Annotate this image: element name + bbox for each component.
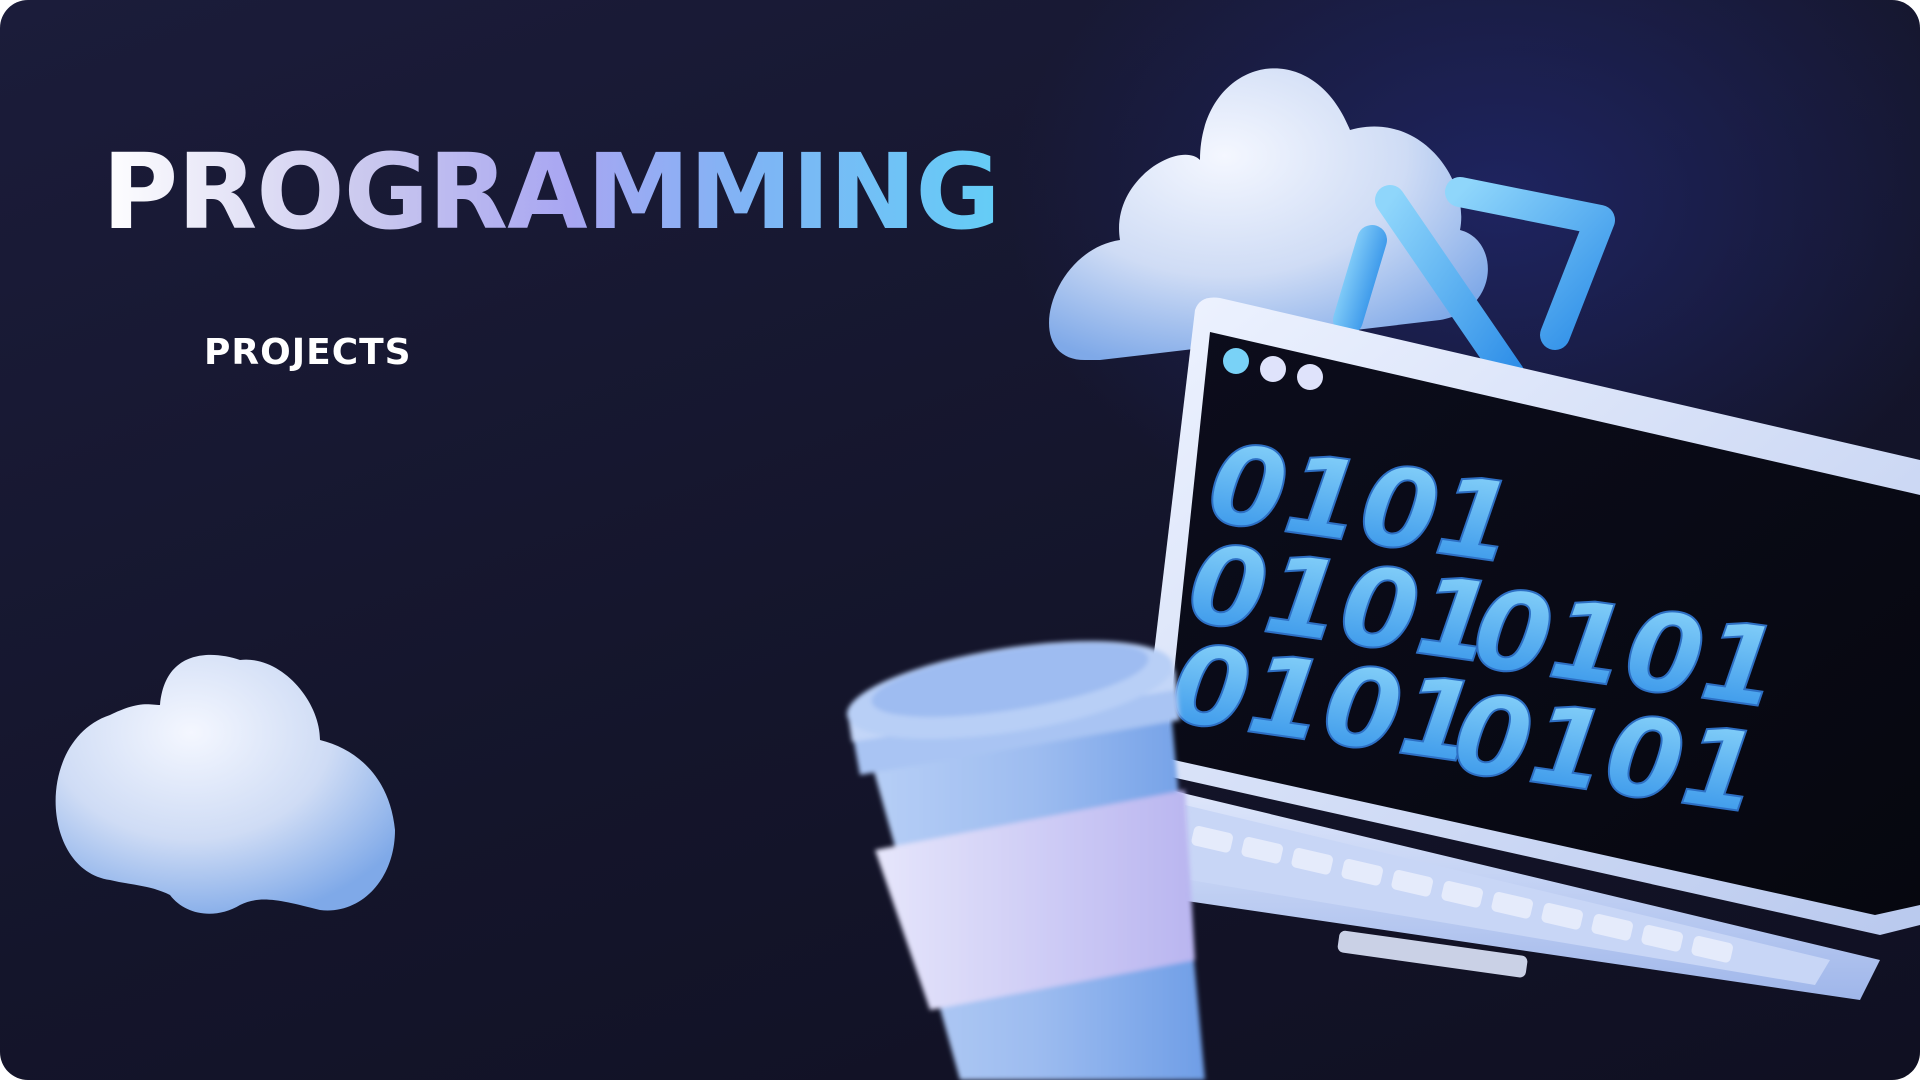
cloud-icon	[55, 654, 395, 914]
window-dot	[1260, 356, 1286, 382]
page-subtitle: PROJECTS	[204, 332, 412, 373]
laptop-icon: 0101 0101 0101 0101 0101	[1140, 297, 1920, 1000]
coffee-cup-icon	[846, 641, 1205, 1080]
cloud-icon	[1049, 68, 1488, 361]
window-dot	[1297, 364, 1323, 390]
code-bracket-icon	[1333, 177, 1615, 390]
page-title: PROGRAMMING	[102, 131, 1001, 253]
window-dot	[1223, 348, 1249, 374]
keyboard-keys	[1191, 825, 1733, 978]
